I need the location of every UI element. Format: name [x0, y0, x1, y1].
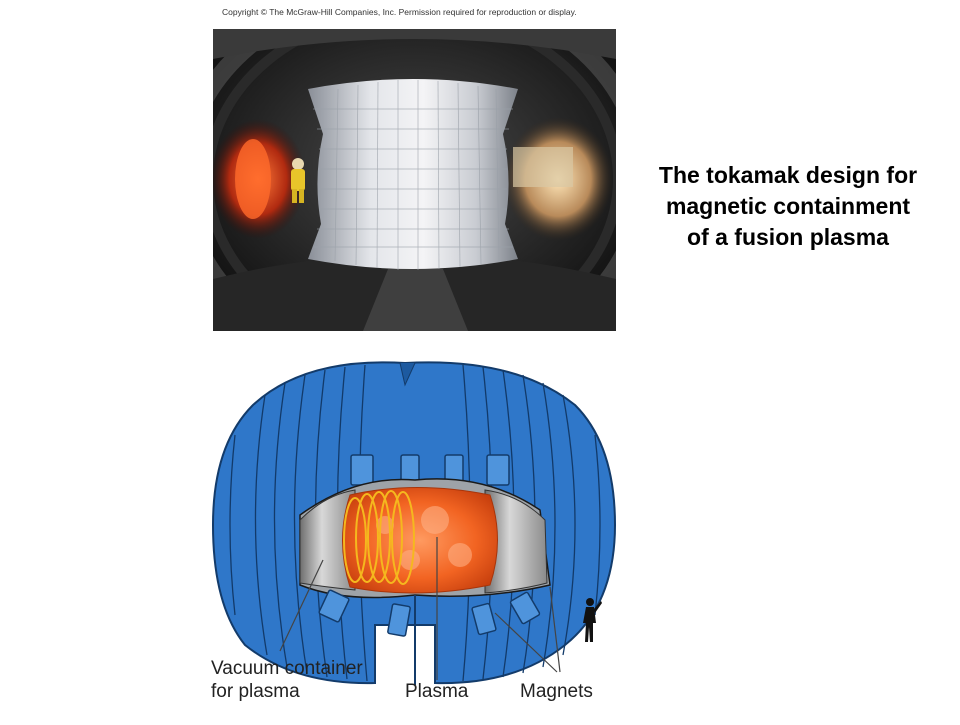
tokamak-cutaway-diagram: [205, 355, 625, 720]
tokamak-interior-photo: [213, 29, 616, 331]
label-magnets: Magnets: [520, 681, 593, 702]
heading-line-1: The tokamak design for: [658, 162, 918, 188]
heading-line-2: magnetic containment: [665, 193, 911, 219]
label-plasma: Plasma: [405, 681, 469, 702]
label-vacuum-line-2: for plasma: [211, 681, 300, 702]
helical-field-lines: [343, 490, 415, 585]
label-vacuum-line-1: Vacuum container: [211, 658, 363, 679]
copyright-notice: Copyright © The McGraw-Hill Companies, I…: [222, 7, 577, 17]
diagram-heading: The tokamak design for magnetic containm…: [628, 160, 948, 253]
heading-line-3: of a fusion plasma: [687, 224, 889, 250]
human-silhouette-icon: [583, 598, 602, 642]
label-vacuum-container: Vacuum container for plasma: [211, 657, 363, 703]
